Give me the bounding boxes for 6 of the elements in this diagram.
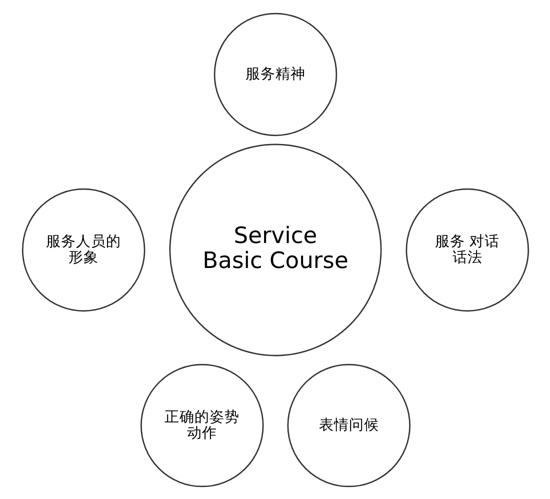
node-circle: 正确的姿势动作: [140, 363, 264, 487]
node-circle: 表情问候: [286, 363, 410, 487]
node-circle: 服务人员的形象: [21, 188, 145, 312]
node-circle: 服务 对话话法: [405, 188, 529, 312]
node-circle: Service Basic Course: [168, 143, 382, 356]
node-circle: 服务精神: [213, 12, 337, 136]
